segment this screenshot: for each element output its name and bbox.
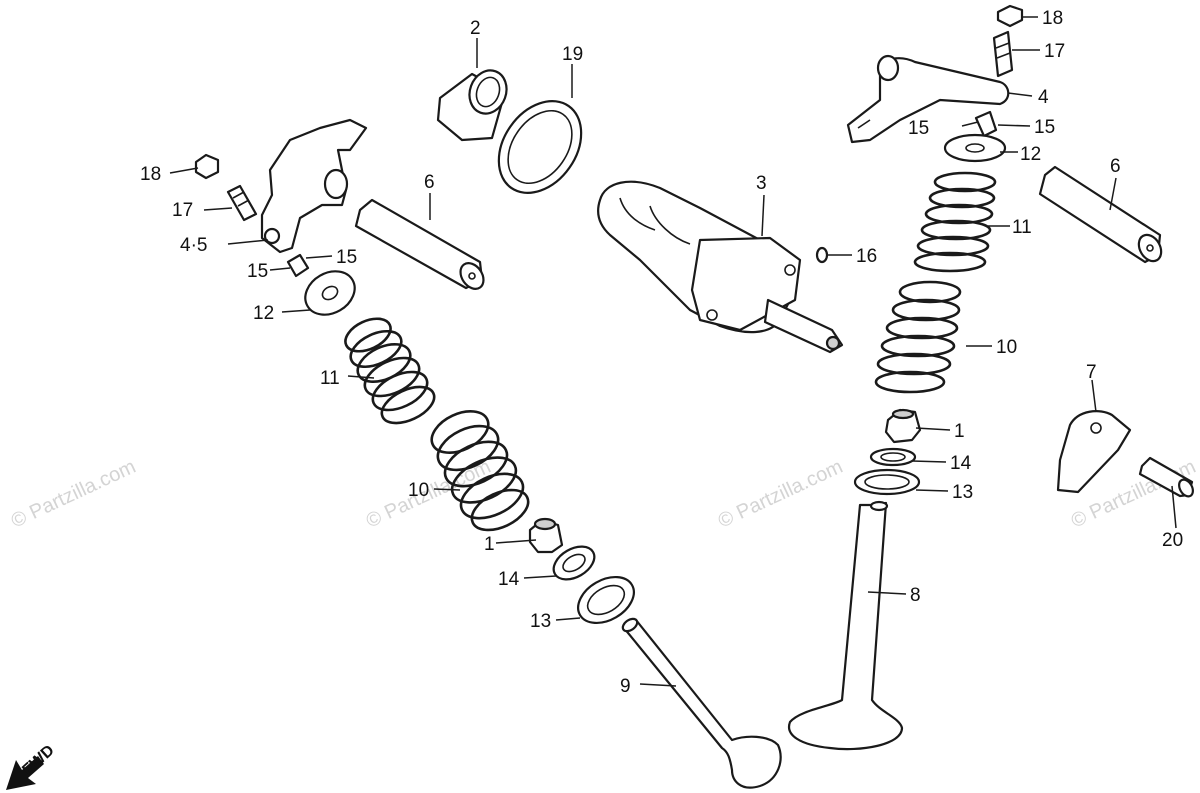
part-19-gasket-ring [497, 100, 583, 194]
part-10-inner-spring-right [874, 280, 962, 394]
callout-13-left: 13 [530, 611, 551, 632]
part-7-rocker-arm-plate [1056, 410, 1132, 494]
part-11-outer-spring-right [913, 171, 997, 273]
part-15-valve-cotter-left [286, 253, 310, 278]
callout-20: 20 [1162, 530, 1183, 551]
callout-10-right: 10 [996, 337, 1017, 358]
part-12-spring-retainer-left [304, 270, 356, 316]
part-6-rocker-shaft-left [354, 198, 485, 290]
callout-18-right: 18 [1042, 8, 1063, 29]
callout-15-left-a: 15 [247, 261, 268, 282]
callout-17-left: 17 [172, 200, 193, 221]
part-18-locknut-left [194, 153, 220, 180]
fwd-arrow-icon [6, 756, 44, 790]
callout-1-left: 1 [484, 534, 495, 555]
part-18-locknut-right [996, 4, 1024, 28]
part-12-spring-retainer-right [943, 133, 1007, 163]
callout-6-left: 6 [424, 172, 435, 193]
part-6-rocker-shaft-right [1038, 165, 1163, 264]
callout-12-right: 12 [1020, 144, 1041, 165]
callout-11-left: 11 [320, 368, 340, 389]
callout-8: 8 [910, 585, 921, 606]
callout-4: 4 [1038, 87, 1049, 108]
callout-9: 9 [620, 676, 631, 697]
part-4-5-rocker-arm-left [260, 118, 368, 254]
callout-4-5: 4·5 [180, 235, 207, 256]
part-10-inner-spring-left [430, 410, 530, 532]
callout-15-right-a: 15 [908, 118, 929, 139]
part-17-adjusting-screw-left [226, 184, 258, 222]
callout-14-left: 14 [498, 569, 520, 590]
leader-lines [169, 16, 1177, 687]
part-2-bushing [436, 69, 508, 142]
part-14-spring-seat-left [552, 545, 596, 581]
callout-15-left-b: 15 [336, 247, 357, 268]
callout-13-right: 13 [952, 482, 973, 503]
callout-14-right: 14 [950, 453, 972, 474]
callout-2: 2 [470, 18, 481, 39]
fwd-direction-indicator: FWD [6, 742, 58, 790]
part-3-camshaft [597, 180, 844, 354]
watermark-1: © Partzilla.com [8, 456, 139, 533]
callout-16: 16 [856, 246, 877, 267]
callout-19: 19 [562, 44, 583, 65]
callout-11-right: 11 [1012, 217, 1032, 238]
callout-6-right: 6 [1110, 156, 1121, 177]
callout-labels: 2 19 18 17 4 15 15 12 6 18 17 4·5 15 15 … [140, 8, 1183, 697]
part-4-rocker-arm-right [846, 54, 1010, 144]
part-13-spring-washer-left [577, 575, 635, 625]
watermarks: © Partzilla.com © Partzilla.com © Partzi… [8, 456, 1199, 533]
callout-12-left: 12 [253, 303, 274, 324]
fwd-label: FWD [19, 742, 57, 779]
callout-3: 3 [756, 173, 767, 194]
part-20-dowel-pin [1138, 456, 1194, 498]
part-16-o-ring [815, 246, 829, 264]
part-8-intake-valve [787, 500, 904, 751]
callout-18-left: 18 [140, 164, 161, 185]
part-15-valve-cotter-right [974, 110, 998, 138]
part-13-spring-washer-right [853, 468, 921, 496]
watermark-3: © Partzilla.com [715, 456, 846, 533]
part-1-stem-seal-left [528, 517, 564, 554]
callout-15-right-b: 15 [1034, 117, 1055, 138]
callout-17-right: 17 [1044, 41, 1065, 62]
part-11-outer-spring-left [344, 317, 436, 425]
callout-1-right: 1 [954, 421, 965, 442]
part-17-adjusting-screw-right [992, 30, 1014, 78]
part-1-stem-seal-right [884, 408, 922, 444]
callout-10-left: 10 [408, 480, 429, 501]
part-9-exhaust-valve [621, 617, 782, 789]
part-14-spring-seat-right [869, 447, 917, 467]
callout-7: 7 [1086, 362, 1097, 383]
